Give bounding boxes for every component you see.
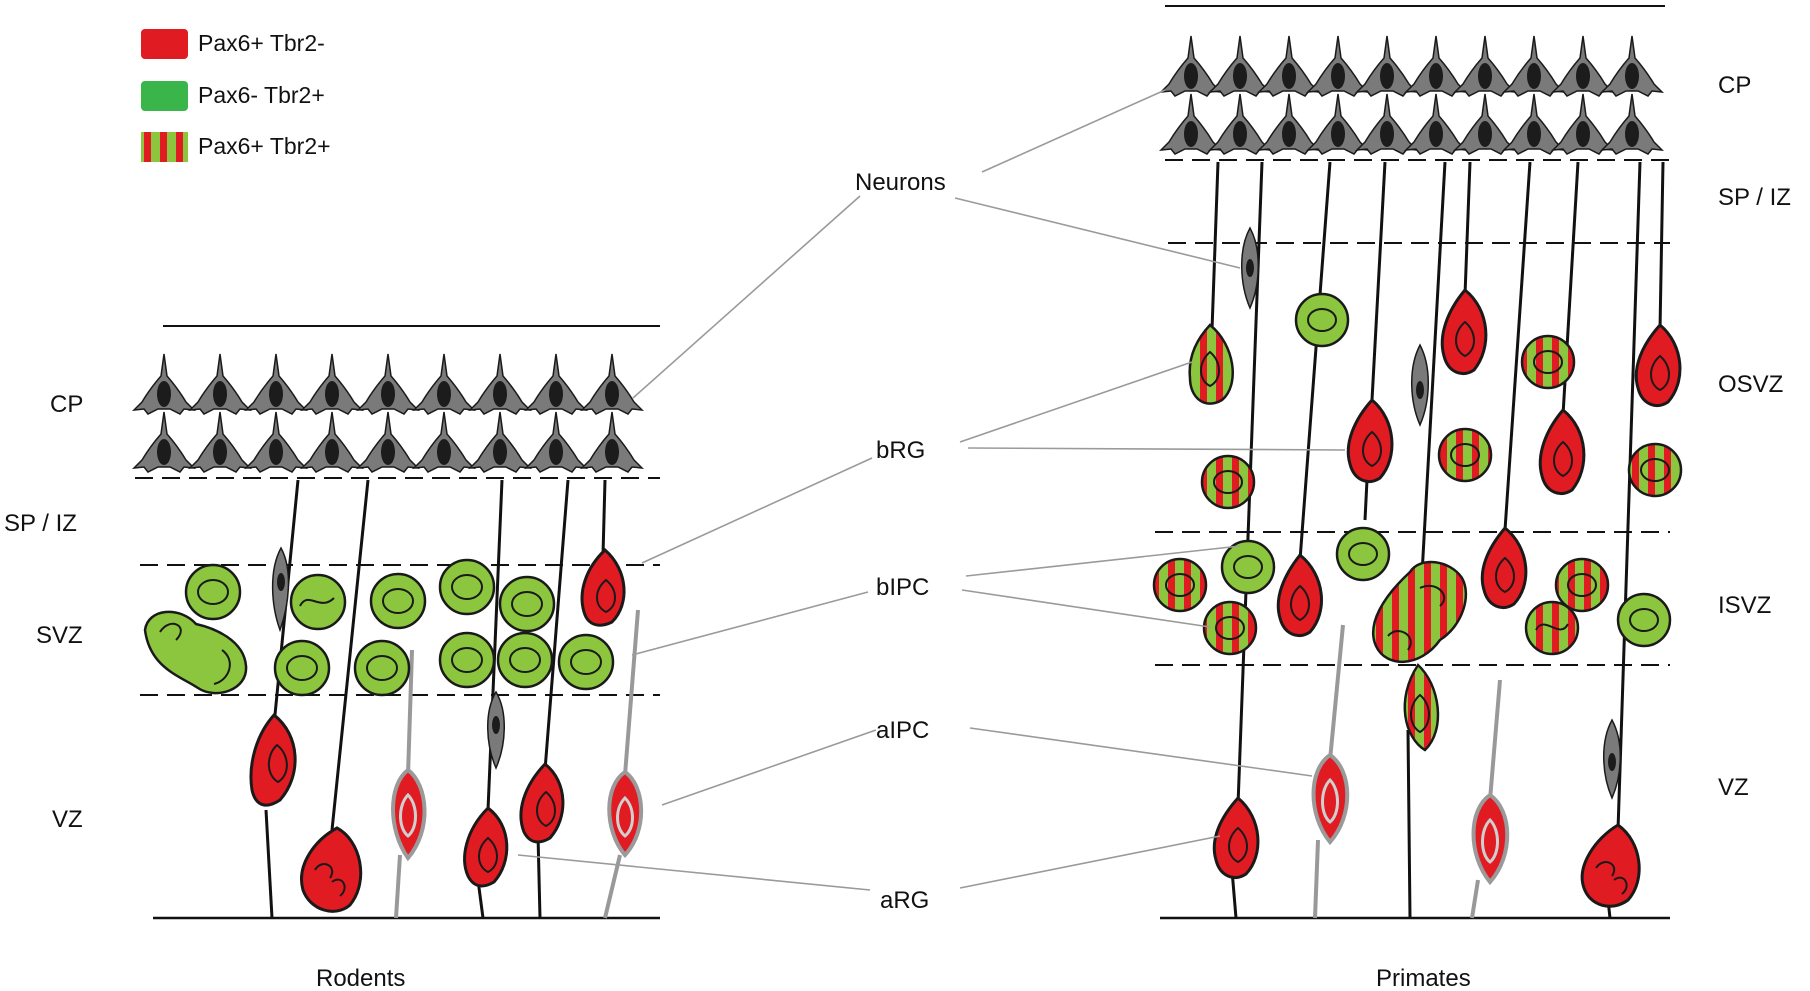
pointer-lines	[517, 89, 1346, 891]
primate-aipc-cells	[1311, 752, 1510, 886]
primate-layer-cp-label: CP	[1718, 72, 1751, 99]
rodent-aipc-cells	[391, 767, 644, 862]
primate-neurons-front-row	[1160, 93, 1663, 155]
legend-swatch-green	[141, 81, 188, 111]
legend-label: Pax6- Tbr2+	[198, 82, 325, 108]
migrating-neuron-nucleus	[1246, 259, 1254, 277]
cell-type-brg-label: bRG	[876, 437, 925, 464]
rodent-layer-svz-label: SVZ	[36, 622, 83, 649]
legend-label: Pax6+ Tbr2+	[198, 133, 331, 159]
primate-layer-spiz-label: SP / IZ	[1718, 184, 1791, 211]
rodent-panel: CP SP / IZ SVZ VZ Rodents	[4, 325, 660, 991]
cell-type-labels: Neurons bRG bIPC aIPC aRG	[517, 89, 1346, 914]
rodents-caption: Rodents	[316, 965, 405, 991]
legend-item-pax6neg-tbr2pos: Pax6- Tbr2+	[141, 81, 325, 111]
rodent-layer-spiz-label: SP / IZ	[4, 510, 77, 537]
migrating-neuron-nucleus	[1416, 381, 1424, 399]
migrating-neuron-nucleus	[277, 573, 285, 591]
migrating-neuron-nucleus	[492, 716, 500, 734]
primate-bipc-striped-cells	[1152, 323, 1683, 752]
rodent-bipc-cells	[143, 558, 615, 697]
primate-aipc-processes	[1313, 624, 1502, 919]
primate-layer-vz-label: VZ	[1718, 774, 1749, 801]
primate-bipc-green-cells	[1220, 292, 1672, 648]
rodent-neurons-back-row	[133, 353, 643, 415]
rodent-arg-cells	[249, 547, 626, 913]
legend-swatch-striped	[141, 132, 188, 162]
rodent-neurons-front-row	[133, 411, 643, 473]
cell-type-bipc-label: bIPC	[876, 574, 929, 601]
primate-layer-osvz-label: OSVZ	[1718, 371, 1783, 398]
primates-caption: Primates	[1376, 965, 1471, 991]
primate-radial-fibers	[1210, 161, 1665, 919]
migrating-neuron-nucleus	[1608, 753, 1616, 771]
primate-rg-red-cells	[1212, 287, 1682, 908]
primate-panel: CP SP / IZ OSVZ ISVZ VZ Primates	[1152, 5, 1791, 991]
legend-swatch-red	[141, 29, 188, 59]
cell-type-arg-label: aRG	[880, 887, 929, 914]
legend-item-pax6pos-tbr2pos: Pax6+ Tbr2+	[141, 132, 331, 162]
rodent-aipc-processes	[394, 609, 640, 919]
legend-item-pax6pos-tbr2neg: Pax6+ Tbr2-	[141, 29, 325, 59]
rodent-layer-vz-label: VZ	[52, 806, 83, 833]
cell-type-neurons-label: Neurons	[855, 169, 946, 196]
primate-neurons-back-row	[1160, 35, 1663, 97]
legend: Pax6+ Tbr2- Pax6- Tbr2+ Pax6+ Tbr2+	[141, 29, 331, 162]
rodent-layer-cp-label: CP	[50, 391, 83, 418]
primate-layer-isvz-label: ISVZ	[1718, 592, 1771, 619]
legend-label: Pax6+ Tbr2-	[198, 30, 325, 56]
cell-type-aipc-label: aIPC	[876, 717, 929, 744]
